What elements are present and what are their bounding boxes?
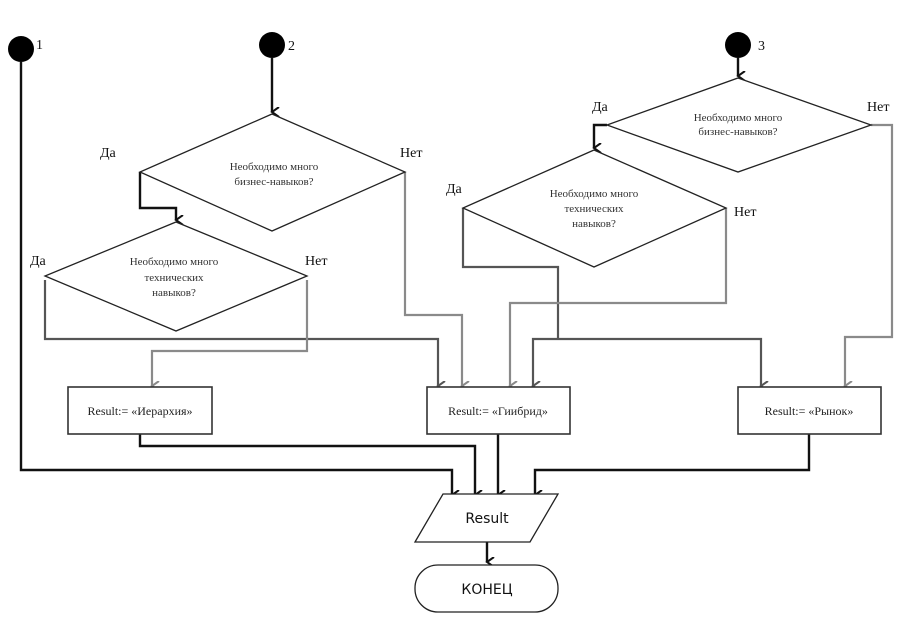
- decision-text-line: Необходимо много: [550, 188, 639, 200]
- end-terminal: КОНЕЦ: [414, 564, 559, 613]
- connector-d3-no-to-market: [845, 123, 894, 386]
- no-label: Нет: [305, 254, 327, 269]
- connector-d3tech-yes-to-market: [558, 337, 761, 386]
- decision-diamond: [605, 77, 873, 173]
- connector-hierarchy-to-result: [138, 434, 475, 495]
- decision-text-line: технических: [144, 272, 204, 284]
- connector-d2tech-yes-to-hybrid: [43, 280, 438, 386]
- connector-d3tech-yes-to-hybrid: [533, 337, 558, 386]
- start-node-3: 3: [725, 32, 765, 58]
- process-text: Result:= «Рынок»: [765, 404, 854, 418]
- process-box: [67, 386, 213, 435]
- end-text: КОНЕЦ: [461, 582, 512, 598]
- process-market: Result:= «Рынок»: [737, 386, 882, 435]
- connector-d3tech-no-to-hybrid: [510, 208, 728, 386]
- decision-3-business: Необходимо много бизнес-навыков? Да Нет: [592, 77, 889, 173]
- decision-text-line: навыков?: [572, 218, 616, 230]
- decision-text-line: Необходимо много: [230, 161, 319, 173]
- start-circle: [8, 36, 34, 62]
- process-text: Result:= «Иерархия»: [87, 404, 192, 418]
- decision-text-line: бизнес-навыков?: [234, 176, 313, 188]
- no-label: Нет: [734, 205, 756, 220]
- connector-d3-yes: [594, 123, 607, 148]
- output-text: Result: [465, 511, 509, 527]
- output-result: Result: [413, 493, 560, 543]
- start-node-1: 1: [8, 36, 43, 62]
- start-label: 2: [288, 39, 295, 54]
- decision-text-line: навыков?: [152, 287, 196, 299]
- start-circle: [725, 32, 751, 58]
- connectors: [19, 58, 894, 562]
- yes-label: Да: [446, 182, 463, 197]
- decision-diamond: [138, 113, 407, 232]
- process-text: Result:= «Гиибрид»: [448, 404, 548, 418]
- process-box: [737, 386, 882, 435]
- decision-2-technical: Необходимо много технических навыков? Да…: [30, 221, 327, 332]
- decision-text-line: Необходимо много: [694, 112, 783, 124]
- start-label: 3: [758, 39, 765, 54]
- process-hybrid: Result:= «Гиибрид»: [426, 386, 571, 435]
- yes-label: Да: [100, 146, 117, 161]
- decision-text-line: технических: [564, 203, 624, 215]
- yes-label: Да: [592, 100, 609, 115]
- no-label: Нет: [400, 146, 422, 161]
- yes-label: Да: [30, 254, 47, 269]
- connector-d2-yes: [138, 172, 176, 220]
- decision-diamond: [461, 149, 728, 268]
- decision-diamond: [43, 221, 309, 332]
- connector-d2tech-no-to-hierarchy: [152, 280, 309, 386]
- output-parallelogram: [413, 493, 560, 543]
- decision-text-line: Необходимо много: [130, 256, 219, 268]
- start-circle: [259, 32, 285, 58]
- process-hierarchy: Result:= «Иерархия»: [67, 386, 213, 435]
- decision-2-business: Необходимо много бизнес-навыков? Да Нет: [100, 113, 422, 232]
- connector-d2-no-to-hybrid: [403, 172, 462, 386]
- decision-text-line: бизнес-навыков?: [698, 126, 777, 138]
- decision-3-technical: Необходимо много технических навыков? Да…: [446, 149, 756, 268]
- no-label: Нет: [867, 100, 889, 115]
- start-label: 1: [36, 38, 43, 53]
- connector-start1-to-result: [19, 62, 452, 495]
- process-box: [426, 386, 571, 435]
- end-rounded-rect: [414, 564, 559, 613]
- connector-market-to-result: [535, 434, 811, 495]
- start-node-2: 2: [259, 32, 295, 58]
